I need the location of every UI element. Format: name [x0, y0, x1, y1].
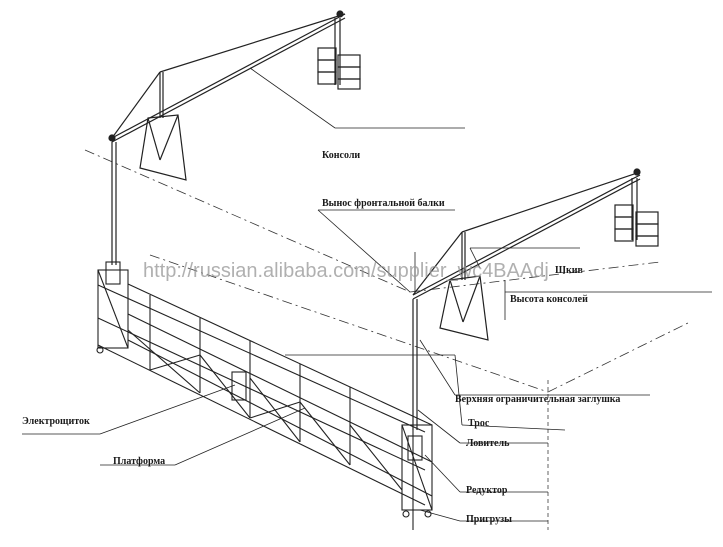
platform-cradle: [96, 261, 433, 530]
label-catcher: Ловитель: [466, 438, 510, 449]
label-upper-stop: Верхняя ограничительная заглушка: [455, 394, 621, 405]
label-consoles: Консоли: [322, 150, 361, 161]
leader-lines: [22, 67, 712, 522]
label-platform: Платформа: [113, 456, 166, 467]
label-reducer: Редуктор: [466, 485, 508, 496]
left-suspension-mechanism: [108, 10, 361, 265]
label-rope: Трос: [468, 418, 490, 429]
right-suspension-mechanism: [412, 168, 659, 430]
label-front-beam: Вынос фронтальной балки: [322, 198, 445, 209]
label-electric-panel: Электрощиток: [22, 416, 90, 427]
label-counterweights: Пригрузы: [466, 514, 512, 525]
label-pulley: Шкив: [555, 265, 583, 276]
watermark-url: http://russian.alibaba.com/supplier_wc4B…: [143, 260, 549, 282]
label-console-height: Высота консолей: [510, 294, 588, 305]
